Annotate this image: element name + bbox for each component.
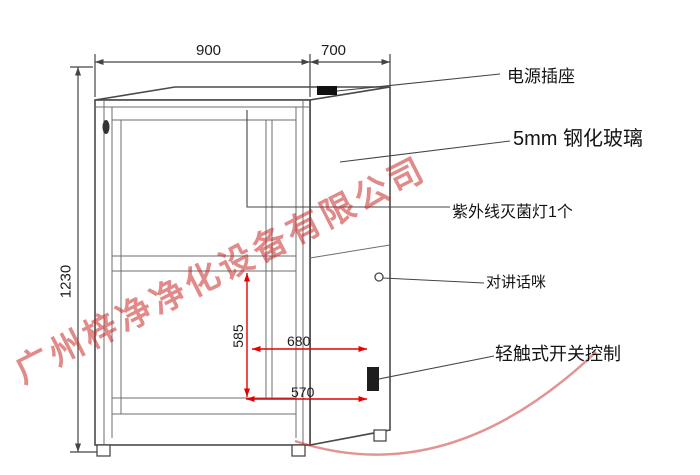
- power-socket: [317, 86, 337, 95]
- dimension-label-585: 585: [230, 324, 246, 348]
- annotation-intercom-mic: 对讲话咪: [486, 274, 547, 291]
- dimension-label-700: 700: [321, 42, 347, 59]
- cabinet-feet: [96, 429, 387, 457]
- intercom-mic-knob: [374, 272, 384, 282]
- cabinet-front-face: [94, 99, 311, 446]
- dimension-lines-black: [70, 54, 391, 453]
- dimension-lines-red: [244, 273, 367, 402]
- dimension-label-900: 900: [196, 42, 222, 59]
- cabinet-body: [94, 86, 391, 446]
- touch-switch-panel: [367, 367, 379, 391]
- dimension-label-570: 570: [291, 384, 315, 400]
- watermark-stamp-arc: [294, 351, 597, 456]
- leader-lines: [246, 73, 511, 380]
- door-frame-lines: [95, 100, 391, 445]
- annotation-uv-lamp: 紫外线灭菌灯1个: [452, 204, 573, 221]
- annotation-tempered-glass: 5mm 钢化玻璃: [513, 128, 643, 150]
- dimension-label-680: 680: [287, 333, 311, 349]
- annotation-power-socket: 电源插座: [507, 67, 575, 86]
- dimension-label-1230: 1230: [57, 264, 75, 299]
- door-lock: [102, 120, 110, 134]
- annotation-touch-switch: 轻触式开关控制: [495, 344, 621, 364]
- cabinet-side-face: [309, 86, 391, 446]
